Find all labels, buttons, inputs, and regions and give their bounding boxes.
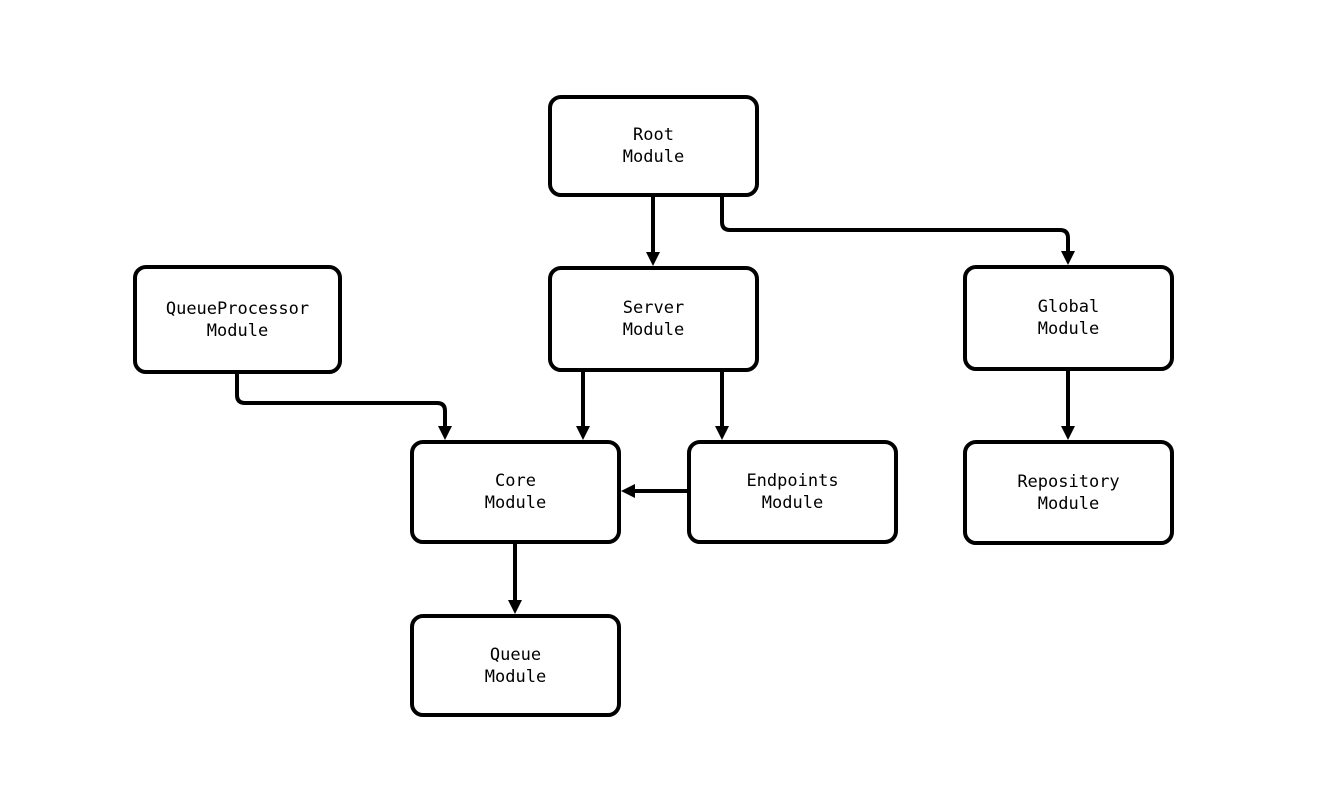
- root-module-label-line2: Module: [622, 147, 685, 167]
- edge-server-to-core: [576, 372, 590, 440]
- core-module-label-line2: Module: [484, 493, 547, 513]
- queue-module-node[interactable]: Queue Module: [410, 614, 621, 717]
- queue-module-label-line1: Queue: [489, 644, 542, 665]
- repository-module-label-line2: Module: [1037, 493, 1100, 514]
- server-module-node[interactable]: Server Module: [548, 266, 759, 372]
- edge-core-to-queue: [508, 544, 522, 614]
- endpoints-module-node[interactable]: Endpoints Module: [687, 440, 898, 544]
- repository-module-label-line1: Repository: [1017, 471, 1120, 492]
- global-module-node[interactable]: Global Module: [963, 265, 1174, 371]
- edge-root-to-server: [646, 197, 660, 266]
- root-module-label-line1: Root: [633, 125, 674, 145]
- queue-module-label-line2: Module: [484, 666, 547, 687]
- global-module-label-line1: Global: [1037, 297, 1100, 317]
- edge-server-to-endpoints: [715, 372, 729, 440]
- server-module-label-line2: Module: [622, 320, 685, 340]
- edge-queueprocessor-to-core: [235, 374, 452, 440]
- endpoints-module-label-line1: Endpoints: [746, 471, 839, 491]
- queueprocessor-module-node[interactable]: QueueProcessor Module: [133, 265, 342, 374]
- server-module-label-line1: Server: [622, 298, 685, 318]
- queueprocessor-module-label-line1: QueueProcessor: [165, 298, 310, 319]
- core-module-label-line1: Core: [495, 471, 536, 491]
- endpoints-module-label-line2: Module: [761, 493, 824, 513]
- core-module-node[interactable]: Core Module: [410, 440, 621, 544]
- queueprocessor-module-label-line2: Module: [206, 320, 269, 341]
- edge-global-to-repository: [1061, 371, 1075, 440]
- global-module-label-line2: Module: [1037, 319, 1100, 339]
- edge-root-to-global: [720, 197, 1075, 265]
- repository-module-node[interactable]: Repository Module: [963, 440, 1174, 545]
- edge-endpoints-to-core: [621, 484, 687, 498]
- root-module-node[interactable]: Root Module: [548, 95, 759, 197]
